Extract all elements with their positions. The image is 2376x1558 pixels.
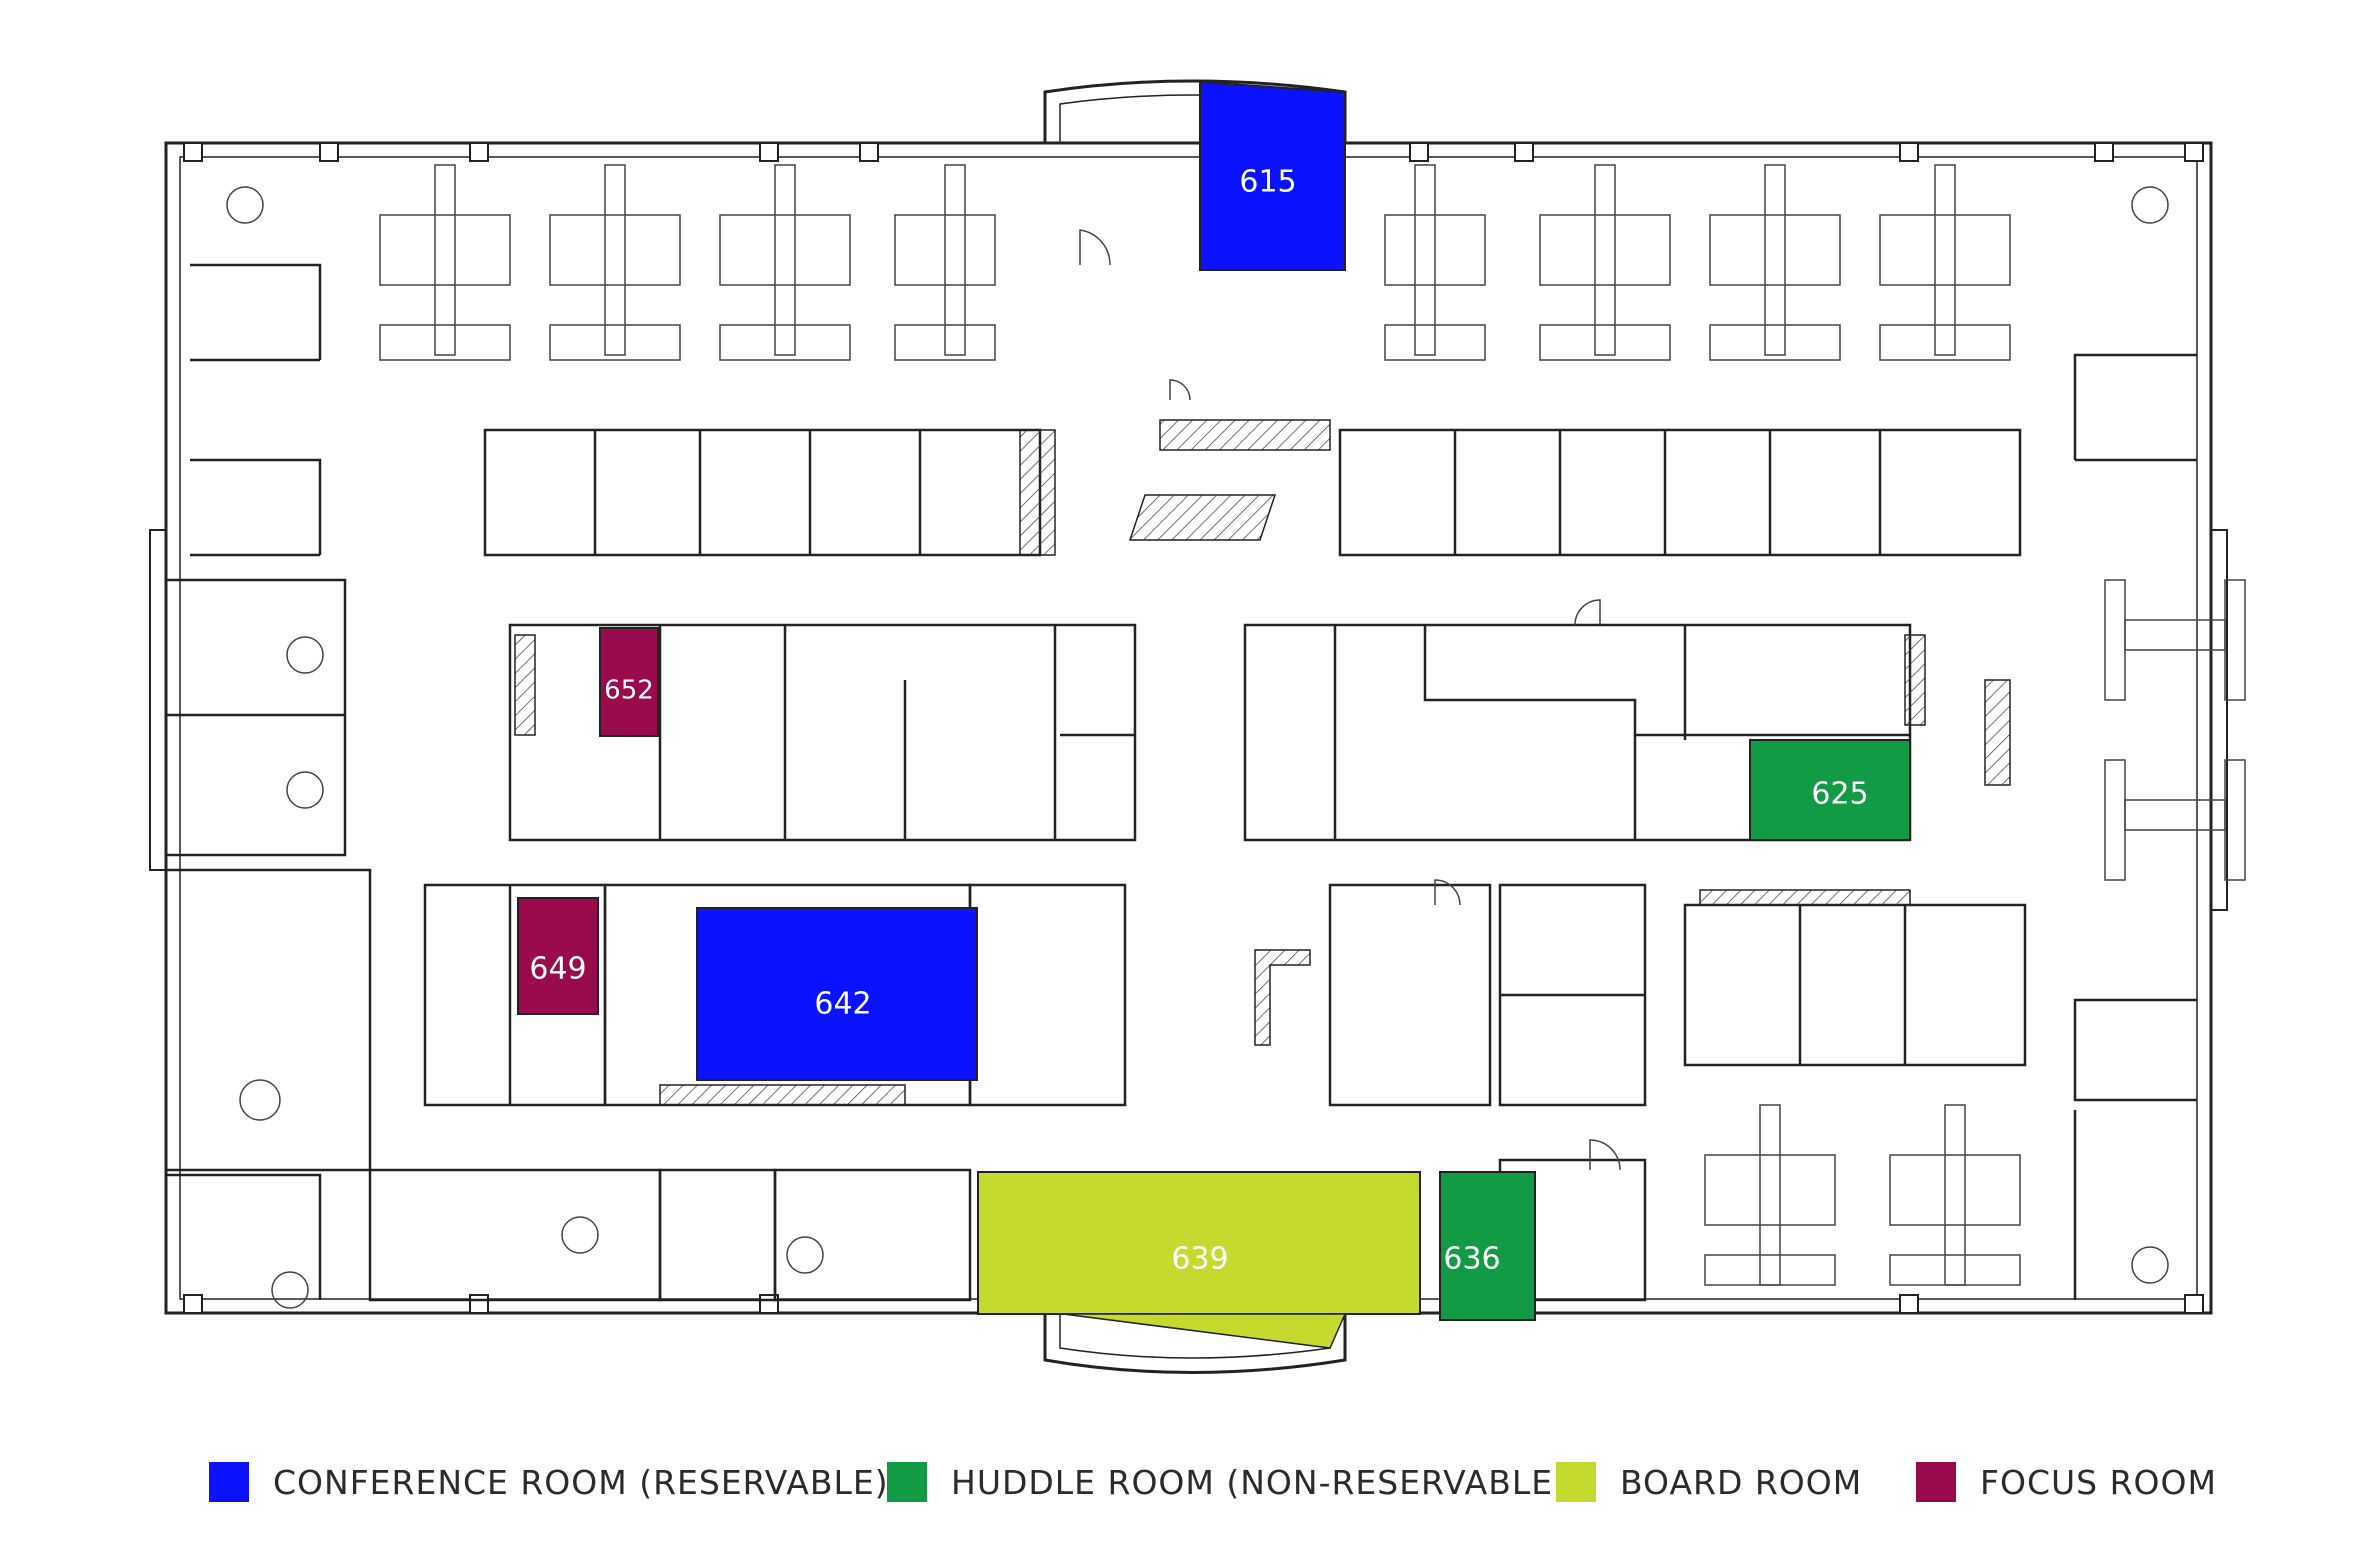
huddle-swatch <box>887 1462 927 1502</box>
room-615[interactable]: 615 <box>1199 80 1346 271</box>
door-swings <box>1079 229 1621 1171</box>
conference-swatch <box>209 1462 249 1502</box>
legend-label: FOCUS ROOM <box>1980 1462 2217 1502</box>
board-swatch <box>1556 1462 1596 1502</box>
svg-text:636: 636 <box>1443 1242 1500 1277</box>
workstation-clusters <box>379 164 2246 1286</box>
svg-text:639: 639 <box>1171 1242 1228 1277</box>
svg-text:649: 649 <box>529 952 586 987</box>
room-636[interactable]: 636 <box>1439 1171 1536 1321</box>
legend-item-huddle: HUDDLE ROOM (NON-RESERVABLE) <box>887 1452 1567 1512</box>
interior-walls <box>166 263 2197 1302</box>
focus-swatch <box>1916 1462 1956 1502</box>
svg-text:615: 615 <box>1239 165 1296 200</box>
legend-label: BOARD ROOM <box>1620 1462 1863 1502</box>
room-639[interactable]: 639 <box>977 1171 1421 1349</box>
round-tables <box>226 186 2169 1309</box>
svg-text:642: 642 <box>814 987 871 1022</box>
room-652[interactable]: 652 <box>599 627 659 737</box>
built-ins <box>514 419 2011 1106</box>
legend: CONFERENCE ROOM (RESERVABLE) HUDDLE ROOM… <box>0 1452 2376 1512</box>
svg-text:625: 625 <box>1811 777 1868 812</box>
room-625[interactable]: 625 <box>1749 739 1911 841</box>
legend-item-focus: FOCUS ROOM <box>1916 1452 2217 1512</box>
room-642[interactable]: 642 <box>696 907 978 1081</box>
columns <box>183 142 2204 1314</box>
svg-text:652: 652 <box>604 676 654 706</box>
legend-label: HUDDLE ROOM (NON-RESERVABLE) <box>951 1462 1567 1502</box>
room-649[interactable]: 649 <box>517 897 599 1015</box>
legend-item-board: BOARD ROOM <box>1556 1452 1862 1512</box>
legend-item-conference: CONFERENCE ROOM (RESERVABLE) <box>209 1452 889 1512</box>
legend-label: CONFERENCE ROOM (RESERVABLE) <box>273 1462 889 1502</box>
